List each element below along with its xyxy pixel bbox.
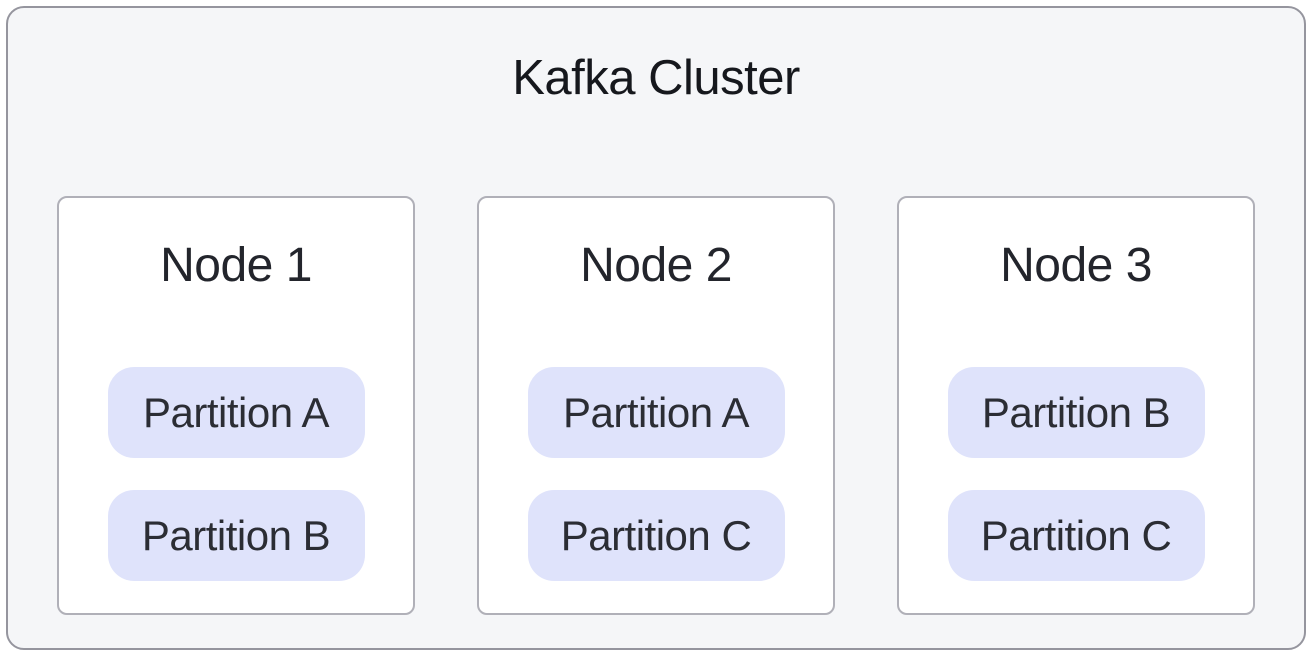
partition-pill: Partition B bbox=[947, 367, 1205, 458]
node-3-partitions: Partition B Partition C bbox=[899, 367, 1253, 581]
partition-pill: Partition C bbox=[527, 490, 785, 581]
node-card-2: Node 2 Partition A Partition C bbox=[477, 196, 835, 615]
node-3-label: Node 3 bbox=[1000, 239, 1152, 292]
node-2-label: Node 2 bbox=[580, 239, 732, 292]
node-2-partitions: Partition A Partition C bbox=[479, 367, 833, 581]
nodes-row: Node 1 Partition A Partition B Node 2 Pa… bbox=[8, 196, 1304, 615]
node-1-partitions: Partition A Partition B bbox=[59, 367, 413, 581]
node-card-1: Node 1 Partition A Partition B bbox=[57, 196, 415, 615]
diagram-title: Kafka Cluster bbox=[512, 51, 800, 105]
partition-pill: Partition C bbox=[947, 490, 1205, 581]
node-card-3: Node 3 Partition B Partition C bbox=[897, 196, 1255, 615]
partition-pill: Partition A bbox=[107, 367, 365, 458]
kafka-cluster-container: Kafka Cluster Node 1 Partition A Partiti… bbox=[6, 6, 1306, 650]
partition-pill: Partition B bbox=[107, 490, 365, 581]
partition-pill: Partition A bbox=[527, 367, 785, 458]
node-1-label: Node 1 bbox=[160, 239, 312, 292]
